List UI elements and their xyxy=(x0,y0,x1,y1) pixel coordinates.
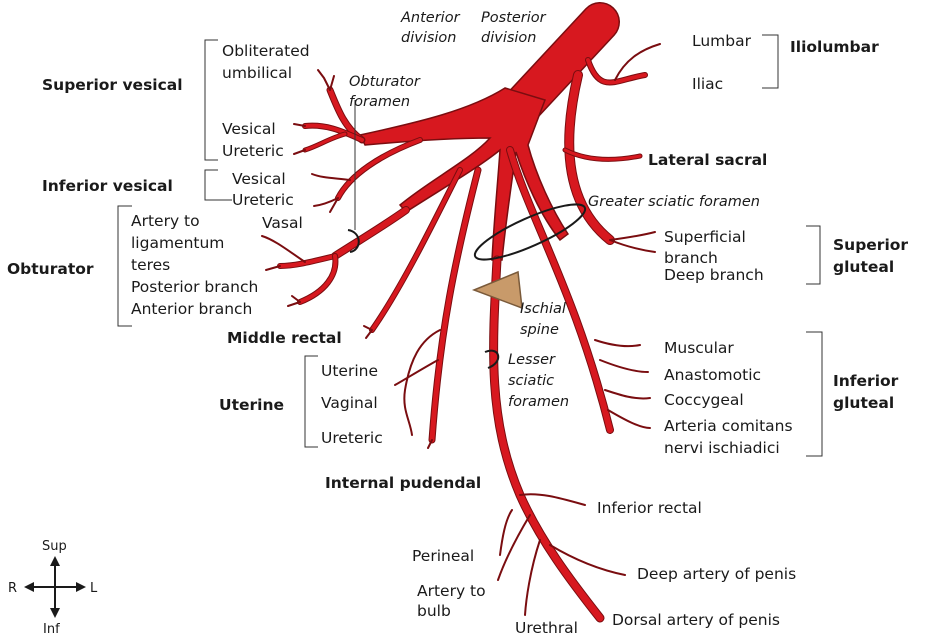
greater-sciatic-foramen-label: Greater sciatic foramen xyxy=(588,194,760,210)
posterior-branch-label: Posterior branch xyxy=(131,278,258,296)
vasal-label: Vasal xyxy=(262,214,303,232)
superior-gluteal-label-l2: gluteal xyxy=(833,258,894,276)
arteria-comitans-label-l1: Arteria comitans xyxy=(664,417,793,435)
lesser-sciatic-label-l3: foramen xyxy=(508,394,569,410)
arrow-left-icon xyxy=(24,582,34,592)
ischial-spine-label-l1: Ischial xyxy=(520,301,566,317)
obliterated-umbilical-label-l2: umbilical xyxy=(222,64,292,82)
iliac-label: Iliac xyxy=(692,75,723,93)
anastomotic-label: Anastomotic xyxy=(664,366,761,384)
anterior-division-label-l2: division xyxy=(401,30,457,46)
arrow-down-icon xyxy=(50,608,60,618)
coccygeal-label: Coccygeal xyxy=(664,391,744,409)
vaginal-label: Vaginal xyxy=(321,394,378,412)
ligamentum-teres-label-l1: Artery to xyxy=(131,212,200,230)
middle-rectal-label: Middle rectal xyxy=(227,329,342,347)
compass-inf-label: Inf xyxy=(43,622,60,637)
anterior-division-label-l1: Anterior xyxy=(400,10,461,26)
lesser-sciatic-label-l1: Lesser xyxy=(508,352,556,368)
inferior-rectal-label: Inferior rectal xyxy=(597,499,702,517)
ureteric-label-2: Ureteric xyxy=(232,191,294,209)
anterior-branch-label: Anterior branch xyxy=(131,300,252,318)
obturator-foramen-label-l1: Obturator xyxy=(349,74,421,90)
compass-left-label: L xyxy=(90,581,98,596)
uterine-sub-label: Uterine xyxy=(321,362,378,380)
muscular-label: Muscular xyxy=(664,339,734,357)
lumbar-label: Lumbar xyxy=(692,32,752,50)
compass-right-label: R xyxy=(8,581,17,596)
ligamentum-teres-label-l2: ligamentum xyxy=(131,234,224,252)
ureteric-label-1: Ureteric xyxy=(222,142,284,160)
arterial-tree xyxy=(262,22,660,618)
superior-vesical-label: Superior vesical xyxy=(42,76,183,94)
lesser-sciatic-label-l2: sciatic xyxy=(508,373,554,389)
ligamentum-teres-label-l3: teres xyxy=(131,256,170,274)
posterior-division-label-l1: Posterior xyxy=(481,10,547,26)
vesical-label-1: Vesical xyxy=(222,120,276,138)
deep-artery-of-penis-label: Deep artery of penis xyxy=(637,565,796,583)
deep-branch-label: Deep branch xyxy=(664,266,764,284)
arrow-right-icon xyxy=(76,582,86,592)
perineal-label: Perineal xyxy=(412,547,474,565)
inferior-gluteal-label-l1: Inferior xyxy=(833,372,899,390)
obturator-label: Obturator xyxy=(7,260,94,278)
posterior-division-label-l2: division xyxy=(481,30,537,46)
compass-sup-label: Sup xyxy=(42,539,67,554)
internal-pudendal-label: Internal pudendal xyxy=(325,474,481,492)
inferior-gluteal-label-l2: gluteal xyxy=(833,394,894,412)
obliterated-umbilical-label-l1: Obliterated xyxy=(222,42,310,60)
dorsal-artery-of-penis-label: Dorsal artery of penis xyxy=(612,611,780,629)
arteria-comitans-label-l2: nervi ischiadici xyxy=(664,439,780,457)
iliolumbar-label: Iliolumbar xyxy=(790,38,879,56)
vesical-label-2: Vesical xyxy=(232,170,286,188)
artery-to-bulb-label-l1: Artery to xyxy=(417,582,486,600)
superior-gluteal-label-l1: Superior xyxy=(833,236,908,254)
superficial-branch-label-l2: branch xyxy=(664,249,718,267)
orientation-compass: Sup Inf R L xyxy=(8,539,98,637)
ischial-spine-label-l2: spine xyxy=(520,322,559,338)
ureteric-label-3: Ureteric xyxy=(321,429,383,447)
obturator-foramen-label-l2: foramen xyxy=(349,94,410,110)
arrow-up-icon xyxy=(50,556,60,566)
inferior-vesical-label: Inferior vesical xyxy=(42,177,173,195)
uterine-group-label: Uterine xyxy=(219,396,284,414)
lateral-sacral-label: Lateral sacral xyxy=(648,151,767,169)
artery-to-bulb-label-l2: bulb xyxy=(417,602,451,620)
superficial-branch-label-l1: Superficial xyxy=(664,228,746,246)
urethral-label: Urethral xyxy=(515,619,578,637)
